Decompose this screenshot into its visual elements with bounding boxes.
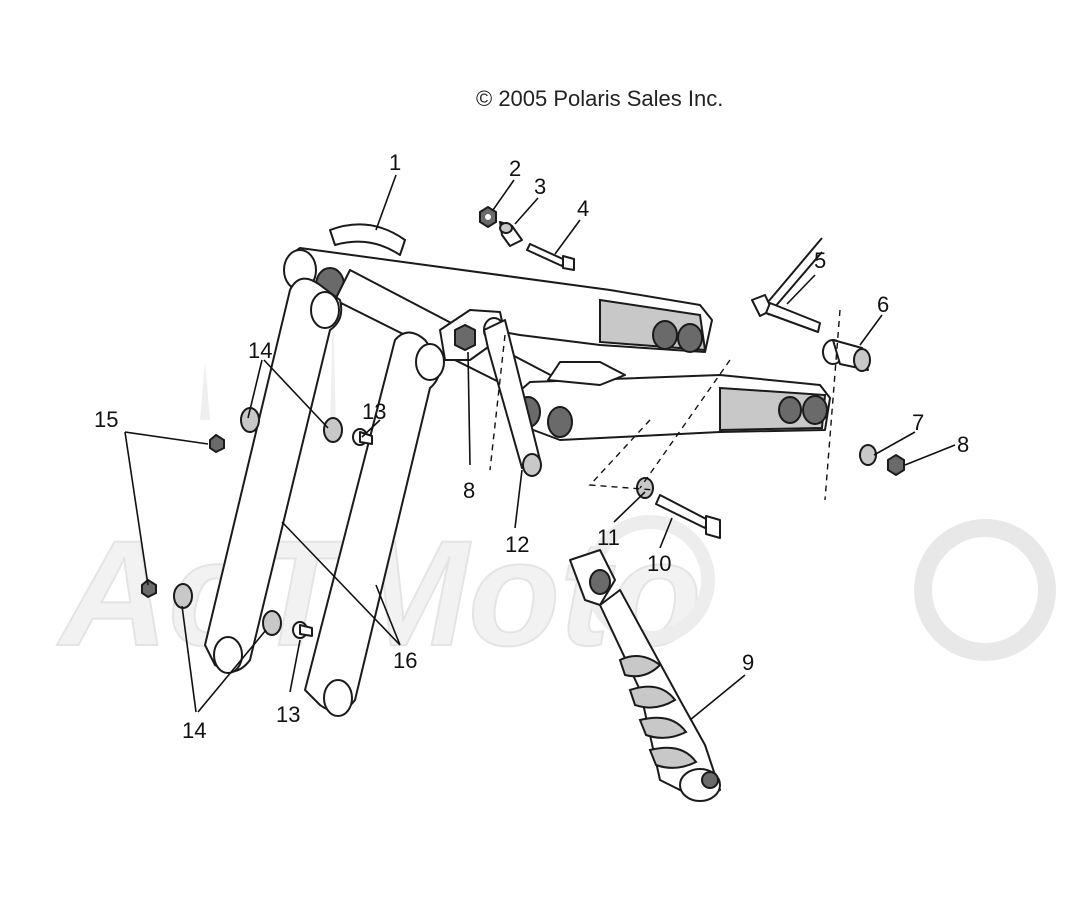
- callout-14-top: 14: [248, 338, 272, 363]
- watermark: AcTMoto: [55, 300, 1056, 678]
- part-16-link-right: [304, 331, 445, 717]
- callout-8-center: 8: [463, 478, 475, 503]
- part-13-bolt: [292, 428, 373, 639]
- part-5-bolt: [751, 237, 823, 333]
- callout-3: 3: [534, 174, 546, 199]
- part-14-washer: [173, 407, 343, 636]
- copyright-text: © 2005 Polaris Sales Inc.: [476, 86, 724, 111]
- callout-10: 10: [647, 551, 671, 576]
- leader-lines: [124, 174, 956, 721]
- callout-14-bottom: 14: [182, 718, 206, 743]
- callout-9: 9: [742, 650, 754, 675]
- callout-5: 5: [814, 248, 826, 273]
- callouts: 1 2 3 4 5 6 7 8 8 9 10 11 12 13 13 14 14…: [94, 150, 969, 743]
- callout-12: 12: [505, 532, 529, 557]
- part-16-link-left: [204, 277, 343, 674]
- callout-13-bottom: 13: [276, 702, 300, 727]
- part-7-washer: [859, 444, 877, 466]
- part-3-bushing: [499, 221, 523, 247]
- callout-1: 1: [389, 150, 401, 175]
- part-6-bushing: [822, 339, 871, 372]
- callout-6: 6: [877, 292, 889, 317]
- part-2-nut: [479, 205, 497, 229]
- callout-2: 2: [509, 156, 521, 181]
- part-15-nut: [141, 433, 225, 599]
- alignment-lines: [489, 309, 841, 501]
- callout-4: 4: [577, 196, 589, 221]
- part-8-nut: [454, 323, 905, 477]
- callout-15: 15: [94, 407, 118, 432]
- callout-8-right: 8: [957, 432, 969, 457]
- watermark-wheel-icon: [914, 519, 1056, 661]
- callout-7: 7: [912, 410, 924, 435]
- callout-11: 11: [597, 525, 620, 550]
- part-10-bolt: [655, 494, 721, 539]
- part-4-bolt: [526, 243, 575, 271]
- part-12-bushing: [483, 317, 542, 477]
- part-9-shock-absorber: [569, 549, 721, 802]
- callout-16: 16: [393, 648, 417, 673]
- callout-13-top: 13: [362, 399, 386, 424]
